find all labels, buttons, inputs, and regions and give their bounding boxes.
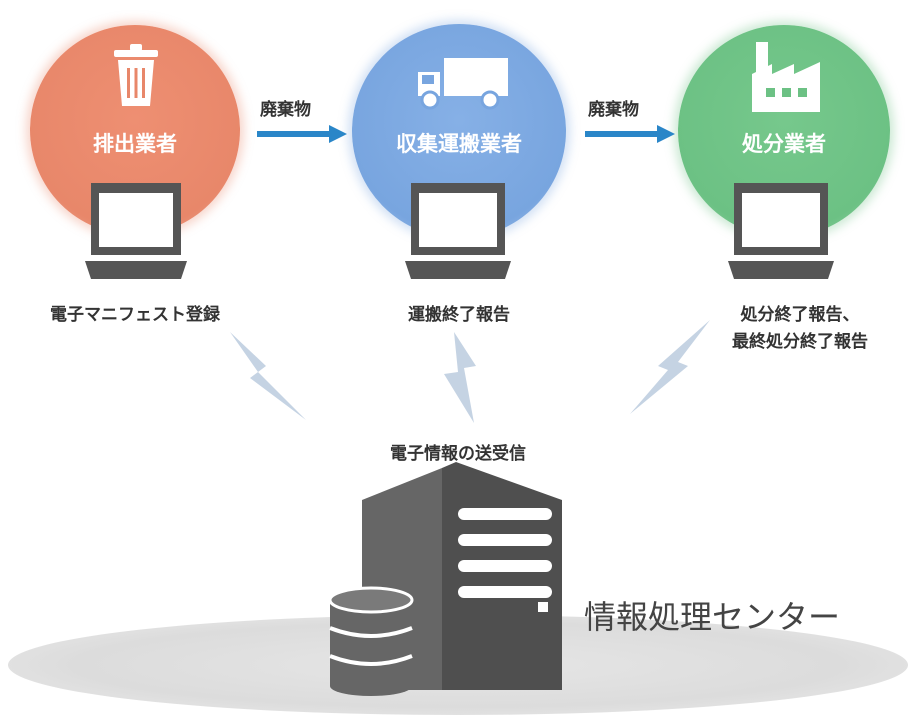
generator-caption: 電子マニフェスト登録 bbox=[50, 305, 220, 325]
trash-icon bbox=[114, 44, 158, 106]
disposer-laptop-icon bbox=[728, 183, 834, 279]
waste-arrow-1 bbox=[257, 125, 347, 143]
transporter-laptop-icon bbox=[405, 183, 511, 279]
waste-arrow-2-label: 廃棄物 bbox=[588, 100, 639, 120]
generator-laptop-icon bbox=[85, 183, 187, 279]
transporter-label: 収集運搬業者 bbox=[396, 132, 522, 156]
factory-icon bbox=[752, 42, 820, 112]
disposer-caption-line1: 処分終了報告、 bbox=[740, 305, 860, 325]
lightning-bolt-right bbox=[630, 320, 710, 414]
waste-arrow-1-label: 廃棄物 bbox=[260, 100, 311, 120]
lightning-bolt-left bbox=[230, 332, 306, 420]
truck-icon bbox=[418, 58, 508, 110]
transporter-caption: 運搬終了報告 bbox=[408, 305, 510, 325]
data-exchange-caption: 電子情報の送受信 bbox=[390, 444, 526, 464]
generator-label: 排出業者 bbox=[93, 132, 177, 156]
server-building-icon bbox=[362, 462, 562, 690]
lightning-bolt-center bbox=[444, 332, 476, 423]
info-center-label: 情報処理センター bbox=[584, 598, 841, 636]
database-icon bbox=[328, 586, 414, 696]
disposer-caption-line2: 最終処分終了報告 bbox=[732, 332, 868, 352]
waste-arrow-2 bbox=[585, 125, 675, 143]
disposer-label: 処分業者 bbox=[742, 132, 826, 156]
